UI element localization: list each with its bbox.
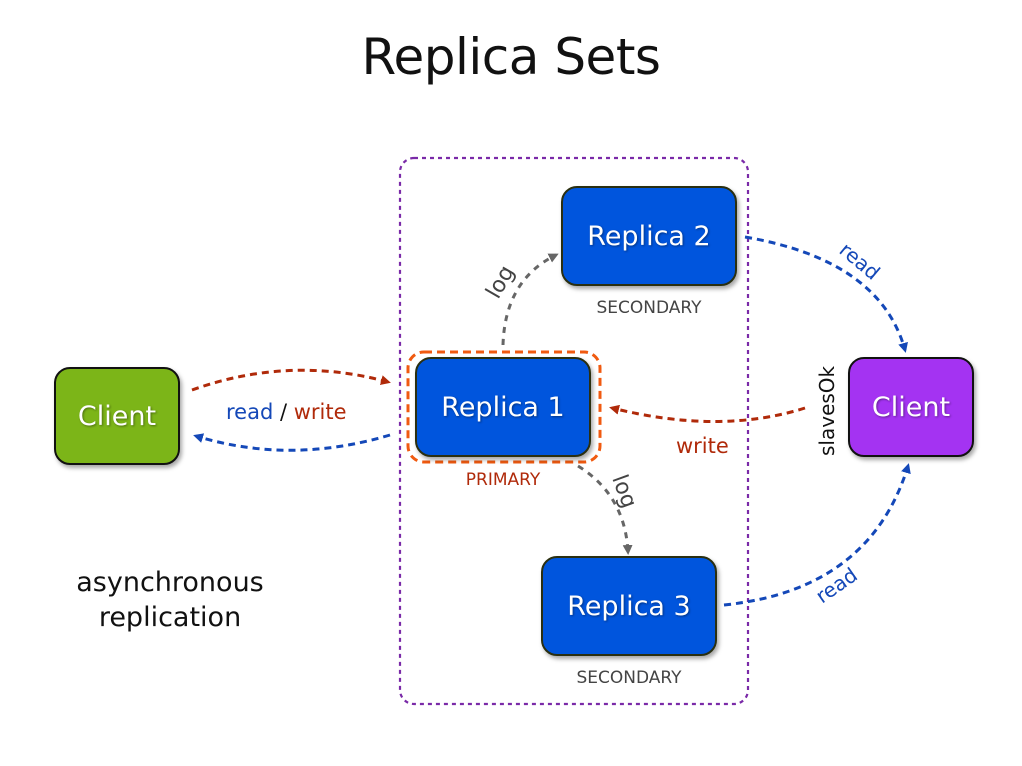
replica-2-role: SECONDARY (596, 298, 702, 318)
read-label-replica3: read (811, 563, 862, 608)
replica-3-label: Replica 3 (567, 590, 691, 622)
client-node-left[interactable]: Client (54, 367, 180, 465)
slaves-ok-label: slavesOk (815, 365, 839, 456)
replica-2-node[interactable]: Replica 2 (561, 186, 737, 286)
client-right-label: Client (871, 391, 951, 423)
edge-client-read (193, 433, 391, 452)
edge-log-replica3 (577, 464, 633, 555)
read-text: read (226, 400, 274, 424)
edge-log-replica2 (501, 253, 559, 346)
slide-title: Replica Sets (361, 28, 661, 86)
replica-2-label: Replica 2 (587, 220, 711, 252)
separator-text: / (279, 400, 288, 424)
note-line-1: asynchronous (76, 567, 264, 598)
edge-client-right-write (609, 404, 806, 423)
read-label-replica2: read (835, 237, 885, 284)
primary-outline (406, 350, 602, 464)
client-left-label: Client (77, 400, 157, 432)
async-replication-note: asynchronous replication (40, 565, 300, 635)
client-node-right[interactable]: Client (848, 357, 974, 457)
replica-1-role: PRIMARY (465, 470, 541, 490)
edge-replica2-read (744, 235, 908, 353)
read-write-label: read / write (226, 400, 347, 424)
client-right-write-label: write (676, 434, 729, 458)
replica-1-node[interactable]: Replica 1 (415, 357, 591, 457)
replica-set-boundary (398, 156, 750, 706)
replica-1-label: Replica 1 (441, 391, 565, 423)
replica-3-role: SECONDARY (576, 668, 682, 688)
replica-3-node[interactable]: Replica 3 (541, 556, 717, 656)
log-label-replica3: log (606, 472, 641, 512)
edge-client-write (191, 368, 391, 392)
write-text: write (293, 400, 347, 424)
note-line-2: replication (98, 602, 242, 634)
